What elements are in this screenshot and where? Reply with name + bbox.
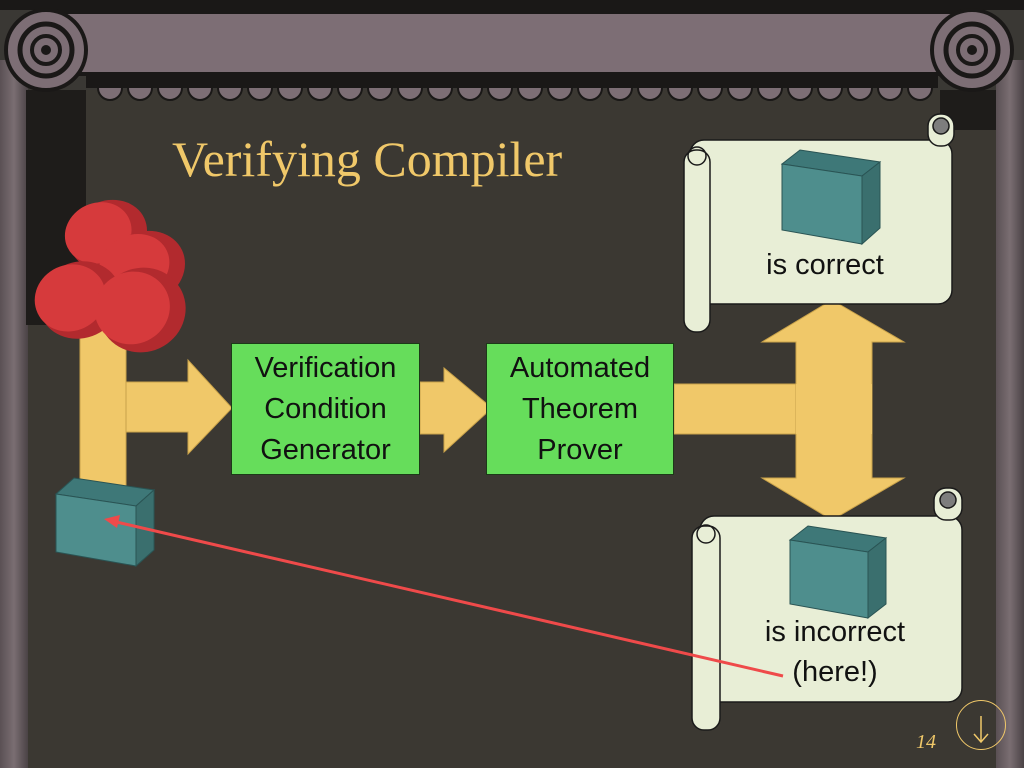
specification-cylinders-icon bbox=[34, 199, 186, 353]
arrow-to-vcg-icon bbox=[125, 358, 233, 456]
atp-line-1: Automated bbox=[509, 351, 651, 384]
result-incorrect-label: is incorrect (here!) bbox=[740, 612, 930, 692]
cube-correct-icon bbox=[780, 149, 882, 246]
arrow-to-atp-icon bbox=[419, 366, 493, 454]
atp-output-bar bbox=[673, 383, 809, 435]
result-incorrect-line-2: (here!) bbox=[792, 656, 878, 688]
automated-theorem-prover-box: Automated Theorem Prover bbox=[486, 343, 674, 475]
program-cube-icon bbox=[54, 477, 156, 568]
column-capital bbox=[0, 0, 1024, 101]
next-slide-button[interactable] bbox=[956, 700, 1006, 750]
vcg-line-2: Condition bbox=[264, 392, 387, 425]
vcg-line-3: Generator bbox=[260, 433, 391, 466]
volute-right-icon bbox=[930, 8, 1014, 92]
verification-condition-generator-box: Verification Condition Generator bbox=[231, 343, 420, 475]
result-correct-label: is correct bbox=[766, 249, 884, 281]
slide-title: Verifying Compiler bbox=[172, 131, 563, 187]
volute-left-icon bbox=[4, 8, 88, 92]
atp-line-3: Prover bbox=[537, 433, 623, 466]
atp-line-2: Theorem bbox=[521, 392, 639, 425]
cube-incorrect-icon bbox=[788, 525, 888, 620]
error-pointer-arrow bbox=[104, 515, 784, 678]
source-stem bbox=[79, 329, 127, 491]
vcg-line-1: Verification bbox=[254, 351, 397, 384]
slide-number: 14 bbox=[916, 731, 936, 753]
result-incorrect-line-1: is incorrect bbox=[764, 616, 906, 648]
flow-arrows bbox=[79, 299, 906, 521]
